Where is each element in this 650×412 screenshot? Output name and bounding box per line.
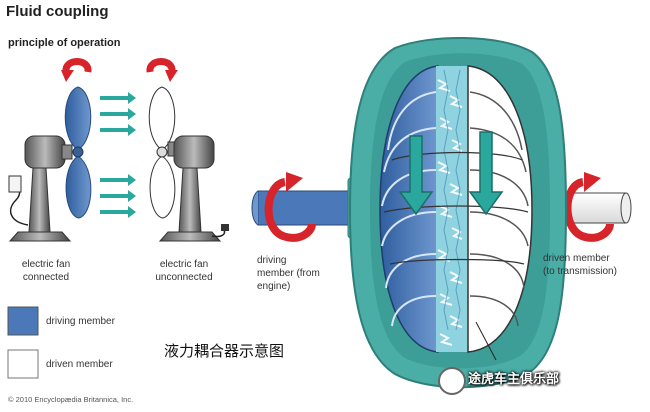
- legend-driven-label: driven member: [46, 359, 113, 370]
- fan-connected-caption: electric fan connected: [21, 259, 71, 283]
- rotation-arrow-icon: [146, 58, 178, 82]
- wall-socket: [8, 175, 22, 193]
- wechat-logo-icon: [438, 367, 466, 395]
- watermark-text: 途虎车主俱乐部: [468, 371, 560, 386]
- copyright-notice: © 2010 Encyclopædia Britannica, Inc.: [8, 395, 134, 404]
- fan-unconnected: [146, 58, 229, 242]
- diagram-title: Fluid coupling: [6, 3, 109, 20]
- airflow-arrows-icon: [100, 92, 136, 218]
- driving-rotation-arrow-icon: [264, 172, 316, 242]
- driving-member-impeller: [379, 65, 439, 353]
- rotation-arrow-icon: [61, 58, 92, 82]
- fan-unconnected-caption: electric fan unconnected: [155, 259, 213, 283]
- flow-arrow-icon: [398, 131, 504, 216]
- flow-guide-lines: [383, 151, 529, 265]
- fluid-region: [436, 66, 468, 352]
- legend-swatch-driving: [7, 306, 39, 336]
- driven-member-caption: driven member (to transmission): [543, 253, 617, 277]
- fan-connected: [8, 58, 92, 242]
- legend-swatch-driven: [7, 349, 39, 379]
- driven-rotation-arrow-icon: [563, 172, 614, 242]
- legend-driving-label: driving member: [46, 316, 115, 327]
- driving-member-caption: driving member (from engine): [257, 255, 320, 292]
- diagram-subtitle: principle of operation: [8, 37, 121, 49]
- chinese-caption: 液力耦合器示意图: [164, 343, 285, 360]
